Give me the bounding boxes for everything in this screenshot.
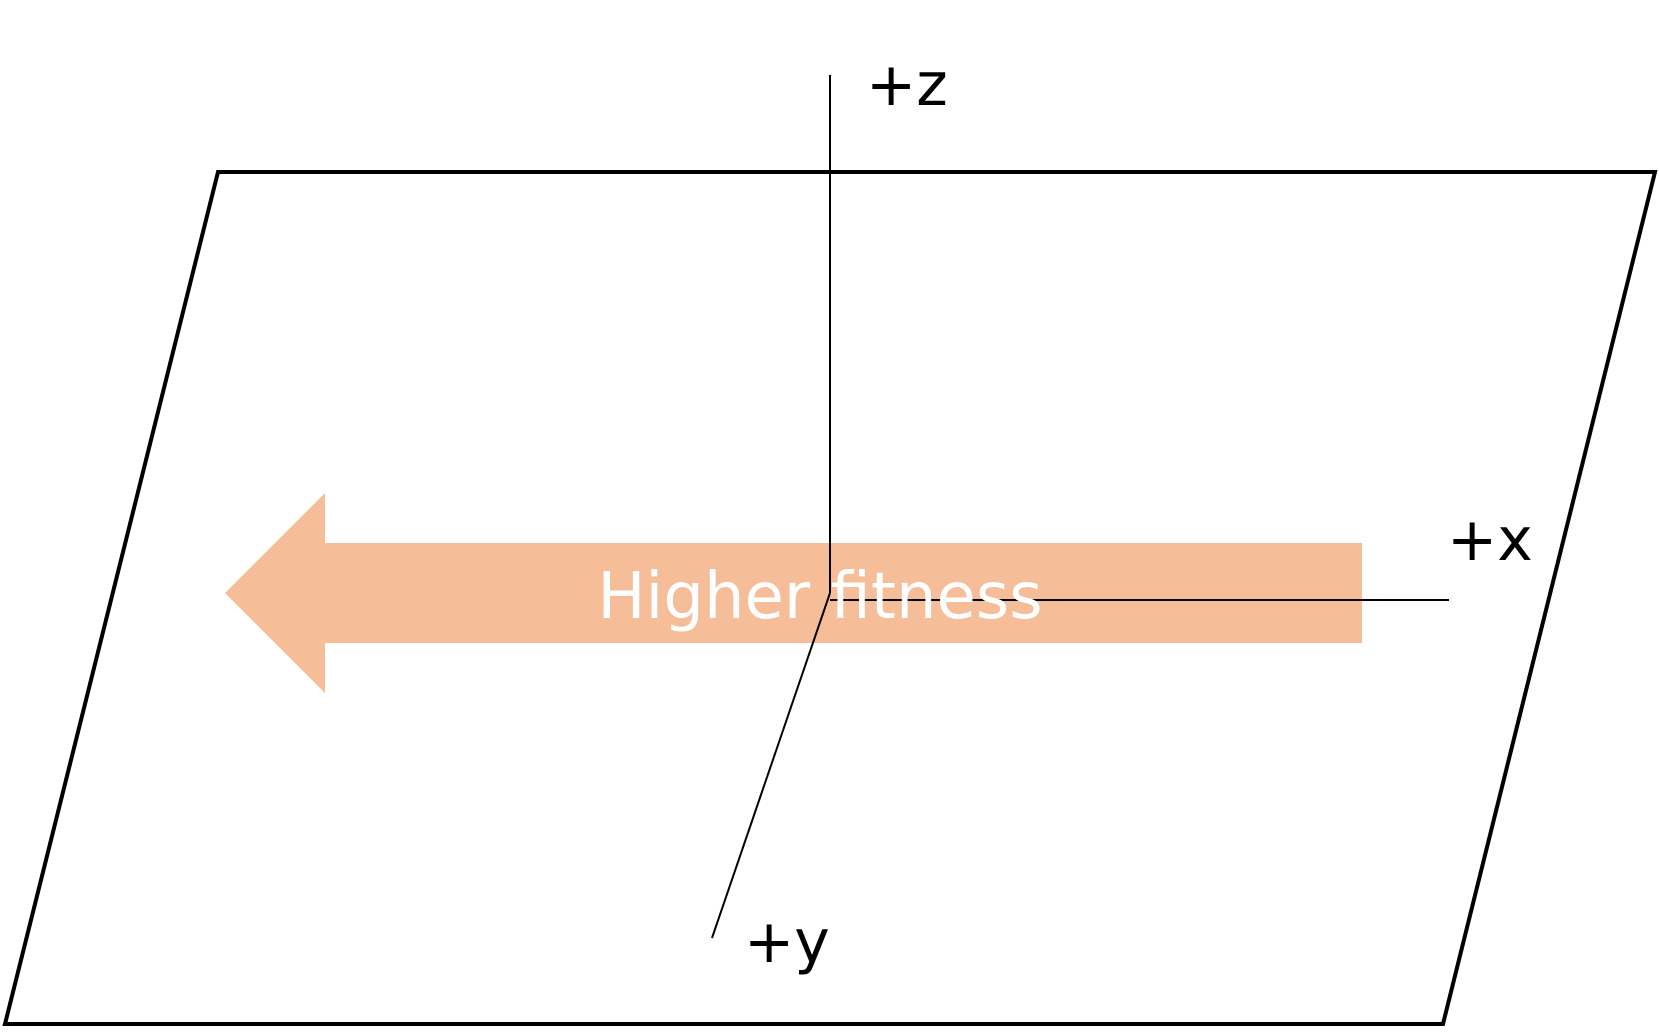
- y-axis-label: +y: [744, 907, 830, 977]
- higher-fitness-arrow: [225, 493, 1362, 693]
- arrow-label: Higher fitness: [597, 560, 1042, 634]
- x-axis-label: +x: [1447, 505, 1533, 575]
- y-axis-line: [711, 592, 831, 939]
- plane-parallelogram: [2, 170, 1658, 1026]
- z-axis-label: +z: [866, 50, 948, 120]
